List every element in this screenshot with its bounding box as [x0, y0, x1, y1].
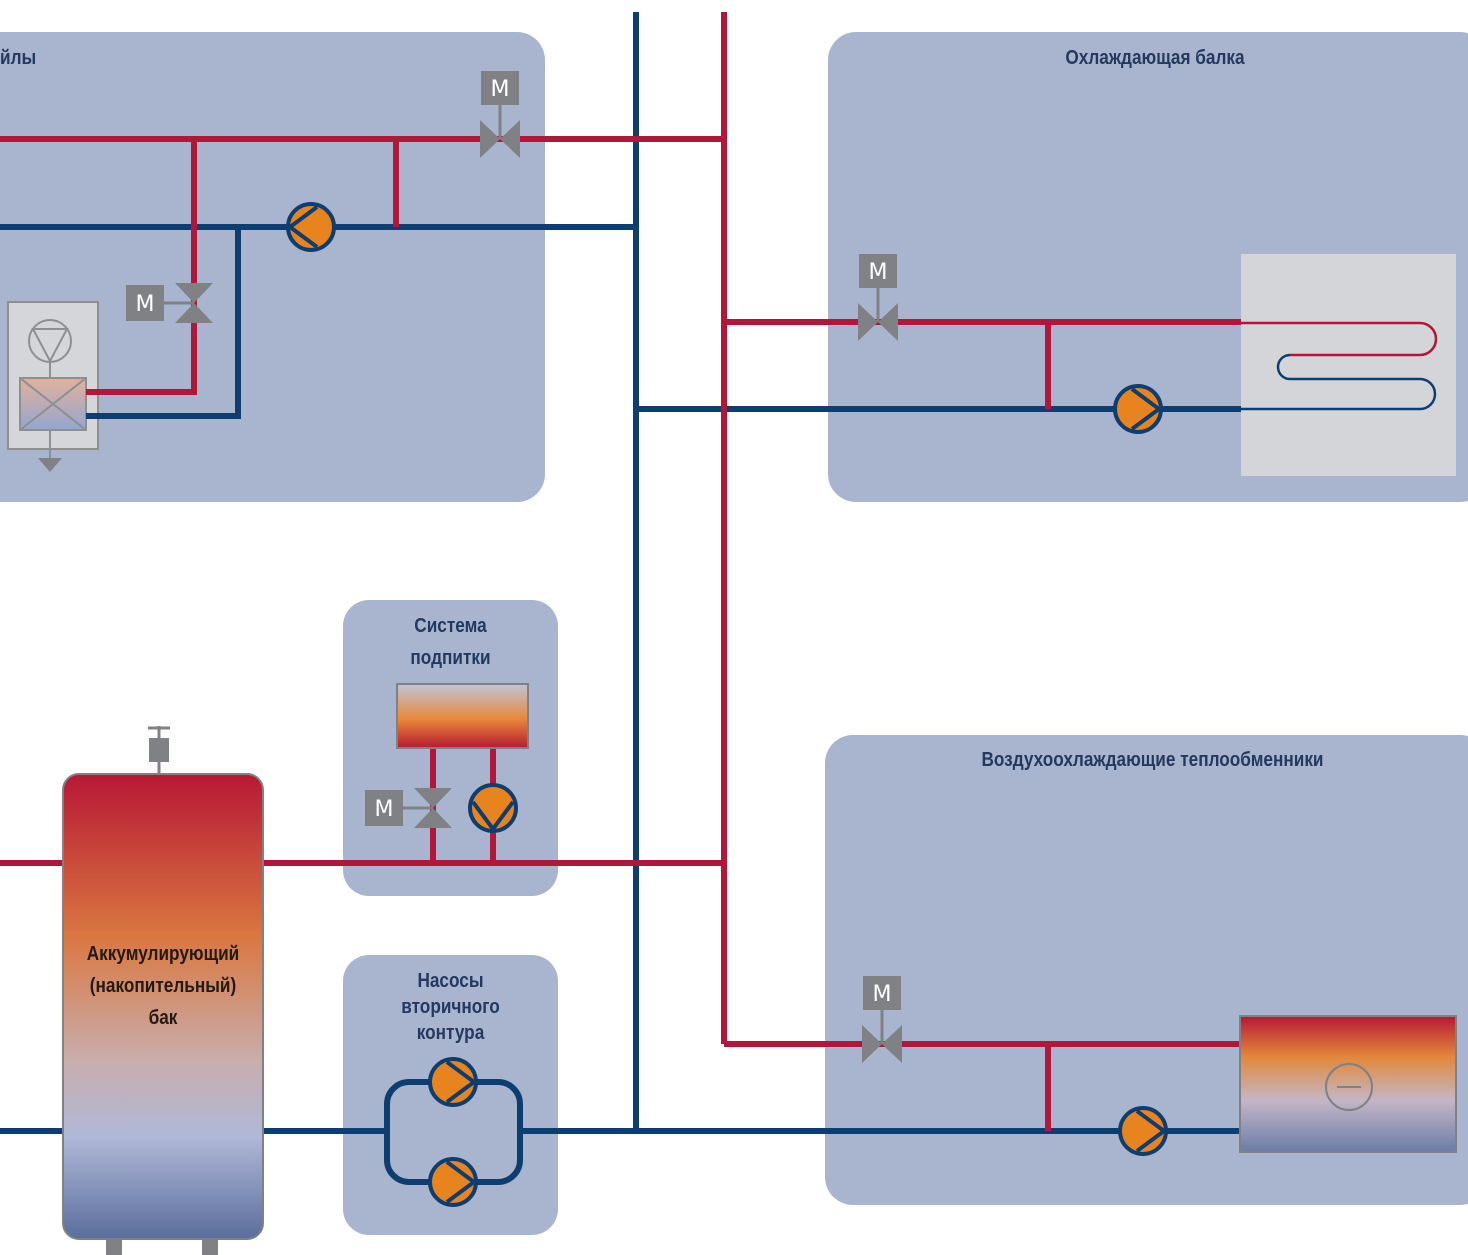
motor-label: M	[873, 982, 892, 1007]
makeup-valve: M	[365, 788, 452, 828]
air-coolers-panel-title: Воздухоохлаждающие теплообменники	[981, 749, 1324, 771]
motor-actuator-icon: M	[365, 790, 403, 826]
motor-label: M	[136, 292, 155, 317]
fan-coil-panel	[0, 32, 545, 502]
motor-label: M	[491, 77, 510, 102]
storage-tank	[62, 726, 264, 1255]
storage-tank-label-line2: (накопительный)	[89, 975, 237, 997]
makeup-panel-title-line2: подпитки	[410, 647, 491, 669]
cooling-beam-panel-title: Охлаждающая балка	[1065, 47, 1245, 69]
secondary-pumps-title-line2: вторичного	[401, 996, 500, 1018]
motor-actuator-icon: M	[859, 254, 897, 288]
fan-coil-supply-valve: M	[480, 71, 520, 158]
cooling-coil	[1241, 321, 1438, 411]
fan-coil-branch-valve: M	[126, 283, 213, 323]
motor-actuator-icon: M	[863, 976, 901, 1010]
secondary-pumps-title-line3: контура	[416, 1022, 485, 1044]
minus-icon	[1325, 1063, 1373, 1111]
motor-actuator-icon: M	[126, 285, 164, 321]
motor-label: M	[869, 260, 888, 285]
makeup-tank	[396, 683, 529, 749]
storage-tank-label-line1: Аккумулирующий	[86, 943, 240, 965]
makeup-panel-title-line1: Система	[414, 615, 487, 637]
air-cooler-exchanger	[1239, 1015, 1457, 1153]
secondary-pumps-title-line1: Насосы	[417, 970, 484, 992]
air-cooler-valve: M	[862, 976, 902, 1063]
storage-tank-label-line3: бак	[148, 1007, 178, 1029]
motor-label: M	[375, 797, 394, 822]
drain-arrow-icon	[38, 458, 62, 472]
makeup-pump	[468, 783, 518, 833]
fan-coil-panel-title: йлы	[0, 47, 37, 69]
fan-coil-pump	[286, 202, 336, 252]
cooling-beam-pump	[1113, 384, 1163, 434]
cooling-beam-valve: M	[858, 254, 898, 341]
air-cooler-pump	[1118, 1106, 1168, 1156]
secondary-pump-upper	[428, 1057, 478, 1107]
motor-actuator-icon: M	[481, 71, 519, 105]
cooling-beam-element	[1241, 254, 1456, 476]
secondary-pump-lower	[428, 1157, 478, 1207]
